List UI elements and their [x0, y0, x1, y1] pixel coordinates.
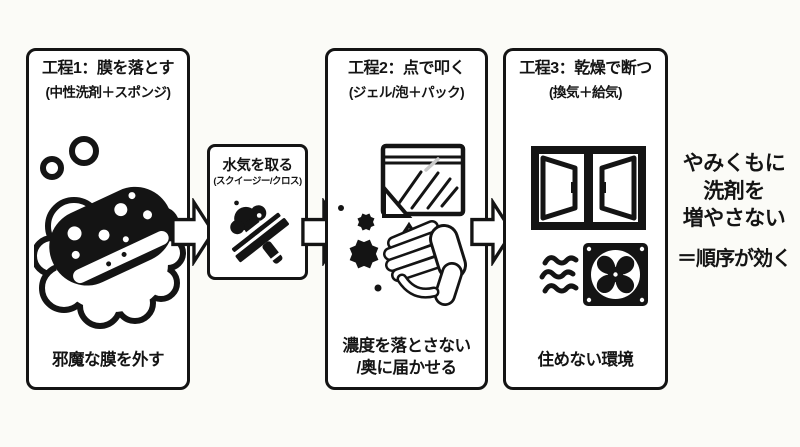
conclusion-block: やみくもに 洗剤を 増やさない ＝順序が効く	[668, 150, 800, 271]
step3-box: 工程3：乾燥で断つ (換気＋給気)	[503, 48, 668, 390]
interstep-box: 水気を取る (スクイージー/クロス)	[207, 144, 308, 280]
step3-title: 工程3：乾燥で断つ	[519, 60, 652, 77]
step2-title: 工程2：点で叩く	[348, 60, 465, 77]
step2-subtitle: (ジェル/泡＋パック)	[348, 85, 465, 100]
flow-arrow-right	[171, 198, 215, 266]
step1-box: 工程1：膜を落とす (中性洗剤＋スポンジ)	[26, 48, 190, 390]
interstep-subtitle: (スクイージー/クロス)	[213, 176, 302, 187]
step1-title: 工程1：膜を落とす	[42, 60, 174, 77]
step3-icon-group	[516, 141, 661, 313]
step1-subtitle: (中性洗剤＋スポンジ)	[45, 85, 172, 100]
step3-caption: 住めない環境	[537, 350, 635, 369]
step1-caption: 邪魔な膜を外す	[52, 350, 165, 369]
flow-arrow-right	[470, 198, 514, 266]
conclusion-emphasis: ＝順序が効く	[677, 248, 792, 271]
open-window-icon	[531, 146, 646, 230]
squeegee-icon	[224, 195, 296, 275]
conclusion-text: やみくもに 洗剤を 増やさない	[682, 152, 786, 231]
interstep-title: 水気を取る	[222, 158, 294, 174]
exhaust-fan-icon	[583, 243, 648, 306]
gel-pack-icon	[380, 143, 466, 218]
airflow-waves-icon	[539, 255, 579, 294]
step3-subtitle: (換気＋給気)	[549, 85, 623, 100]
step2-icon-group	[335, 143, 485, 313]
sponge-foam-icon	[34, 136, 186, 334]
tapping-hand-icon	[383, 220, 467, 306]
step2-caption: 濃度を落とさない /奥に届かせる	[342, 337, 472, 377]
step2-box: 工程2：点で叩く (ジェル/泡＋パック)	[325, 48, 488, 390]
